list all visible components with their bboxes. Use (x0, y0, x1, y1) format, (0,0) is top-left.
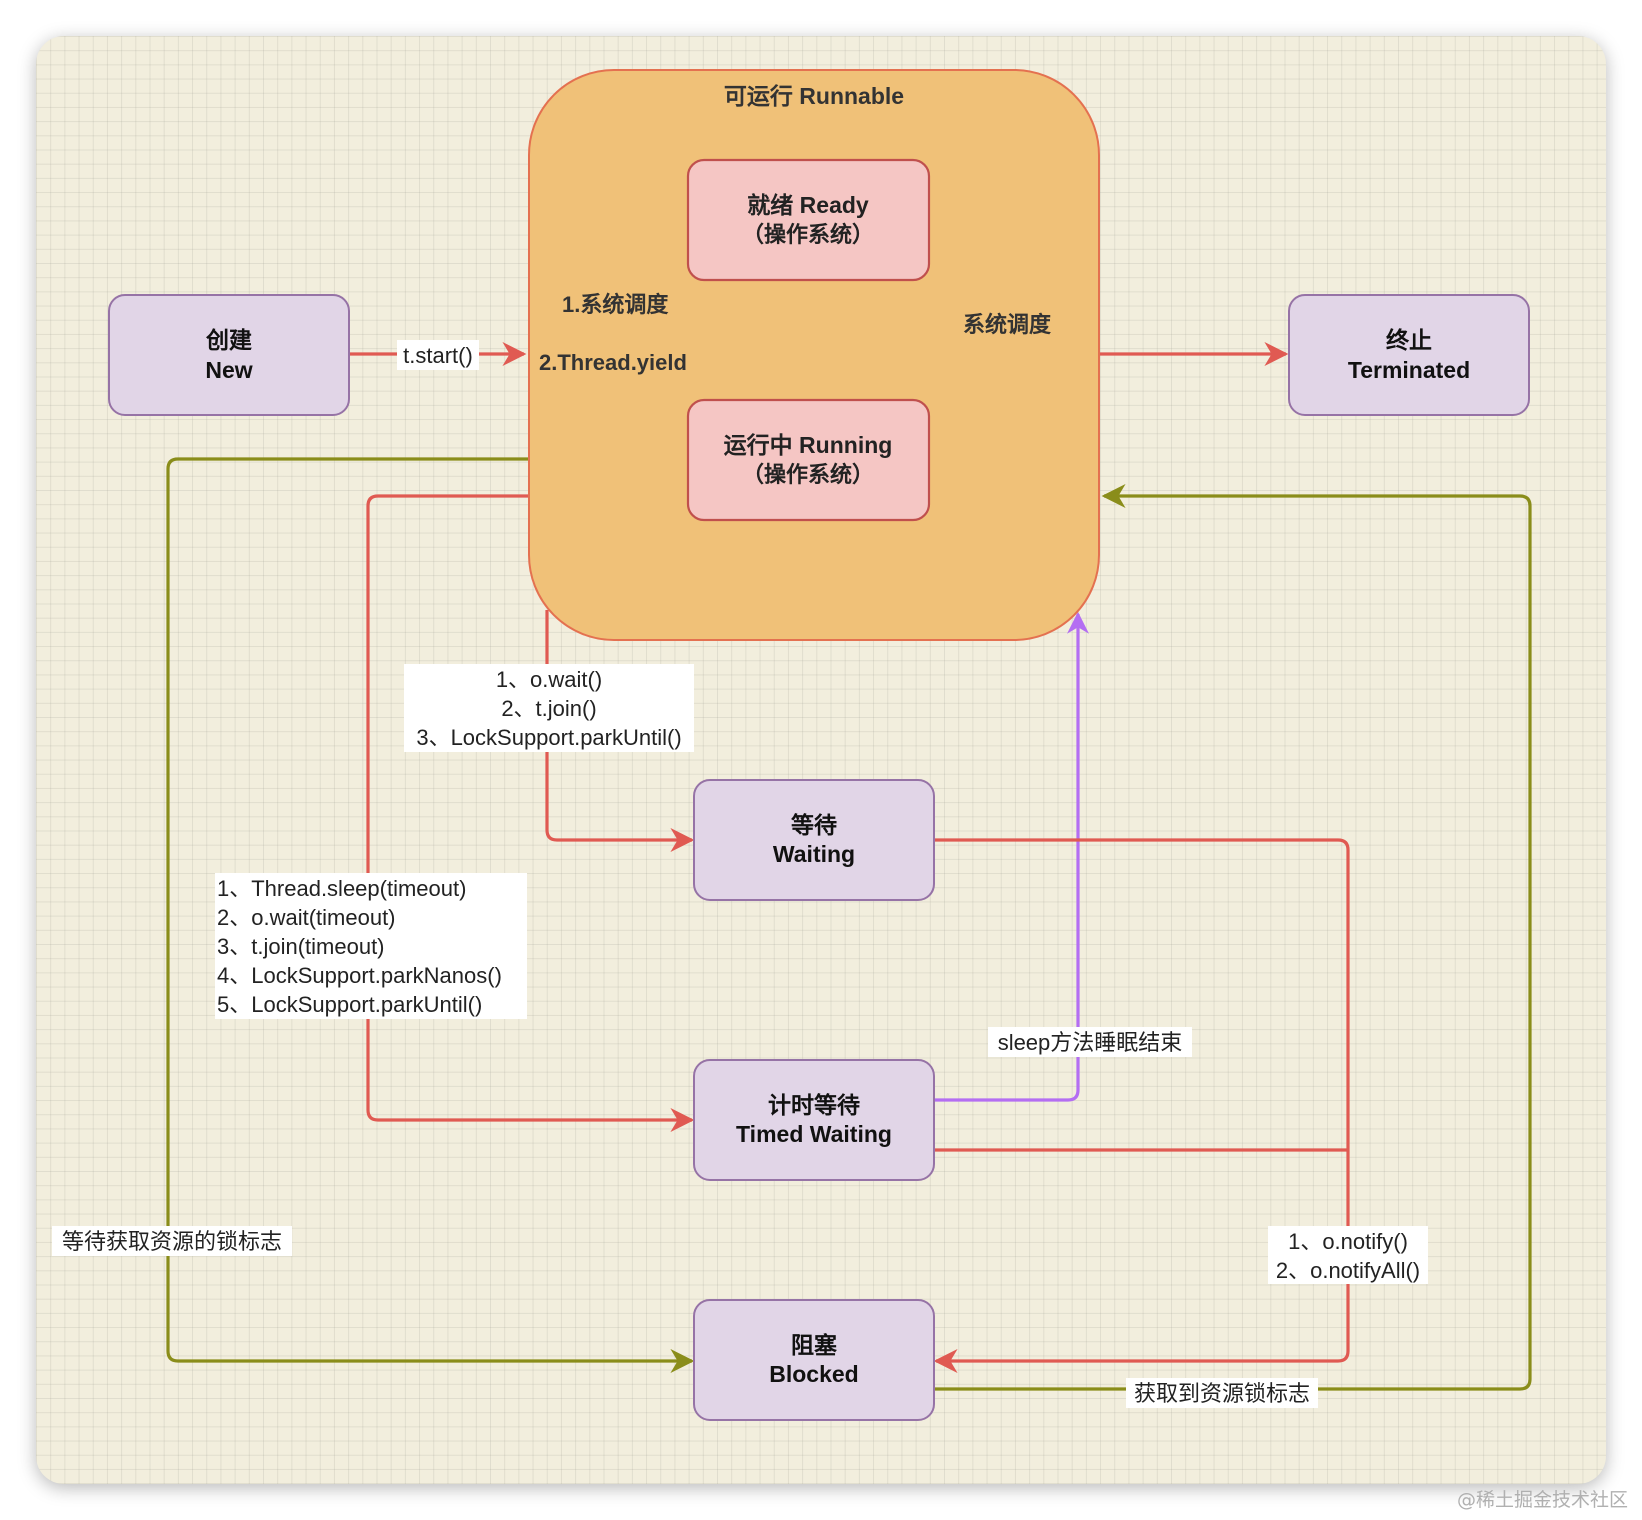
label-got-lock: 获取到资源锁标志 (1134, 1381, 1310, 1406)
edge-runnable-to-waiting (545, 610, 695, 852)
state-blocked-sublabel: Blocked (769, 1361, 858, 1387)
state-new-box (108, 294, 350, 416)
notify-2: 2、o.notifyAll() (1276, 1258, 1420, 1283)
label-sleep-end: sleep方法睡眠结束 (998, 1030, 1183, 1055)
timed-call-3: 3、t.join(timeout) (217, 934, 385, 959)
state-timed-waiting-sublabel: Timed Waiting (736, 1121, 892, 1147)
watermark: @稀土掘金技术社区 (1456, 1489, 1628, 1511)
edge-timed-to-runnable (934, 611, 1089, 1102)
wait-call-3: 3、LockSupport.parkUntil() (416, 725, 681, 750)
state-waiting-sublabel: Waiting (773, 841, 855, 867)
state-terminated-label: 终止 (1386, 327, 1432, 353)
label-wait-lock: 等待获取资源的锁标志 (62, 1229, 282, 1254)
label-wait-calls-bg (404, 664, 694, 752)
label-start: t.start() (403, 343, 473, 368)
label-sleep-end-bg (988, 1027, 1192, 1057)
state-waiting-label: 等待 (791, 812, 837, 838)
timed-call-2: 2、o.wait(timeout) (217, 905, 396, 930)
state-ready-sublabel: （操作系统） (742, 222, 874, 247)
state-new-sublabel: New (205, 357, 252, 383)
label-got-lock-bg (1126, 1378, 1318, 1408)
state-terminated-sublabel: Terminated (1348, 357, 1470, 383)
edge-waiting-to-blocked (933, 838, 1350, 1373)
label-timed-calls-bg (215, 873, 527, 1019)
label-sched-1: 1.系统调度 (562, 292, 669, 317)
state-blocked-label: 阻塞 (791, 1332, 837, 1358)
label-start-bg (397, 340, 479, 370)
state-new-label: 创建 (205, 327, 252, 353)
label-sched-2: 2.Thread.yield (539, 350, 687, 375)
timed-call-5: 5、LockSupport.parkUntil() (217, 992, 482, 1017)
label-timed-calls: 1、Thread.sleep(timeout) 2、o.wait(timeout… (217, 876, 502, 1017)
state-ready-box (686, 158, 931, 282)
state-terminated-box (1288, 294, 1530, 416)
edge-runnable-to-blocked (166, 457, 695, 1373)
state-timed-waiting-box (693, 1059, 935, 1181)
timed-call-1: 1、Thread.sleep(timeout) (217, 876, 466, 901)
state-running-sublabel: （操作系统） (742, 462, 874, 487)
label-notify: 1、o.notify() 2、o.notifyAll() (1276, 1229, 1420, 1283)
notify-1: 1、o.notify() (1288, 1229, 1408, 1254)
wait-call-2: 2、t.join() (501, 696, 596, 721)
state-running-label: 运行中 Running (724, 432, 893, 458)
runnable-title: 可运行 Runnable (724, 83, 904, 109)
state-ready-label: 就绪 Ready (747, 192, 869, 218)
state-blocked-box (693, 1299, 935, 1421)
wait-call-1: 1、o.wait() (496, 667, 602, 692)
edge-runnable-to-timed (366, 494, 695, 1132)
timed-call-4: 4、LockSupport.parkNanos() (217, 963, 502, 988)
state-timed-waiting-label: 计时等待 (768, 1092, 860, 1118)
label-wait-lock-bg (52, 1226, 292, 1256)
edges (166, 209, 1532, 1391)
label-sched-right: 系统调度 (963, 312, 1052, 337)
label-notify-bg (1268, 1226, 1428, 1284)
state-waiting-box (693, 779, 935, 901)
state-running-box (686, 398, 931, 522)
label-wait-calls: 1、o.wait() 2、t.join() 3、LockSupport.park… (416, 667, 681, 750)
edge-blocked-to-runnable (934, 484, 1532, 1391)
runnable-container (528, 69, 1100, 641)
